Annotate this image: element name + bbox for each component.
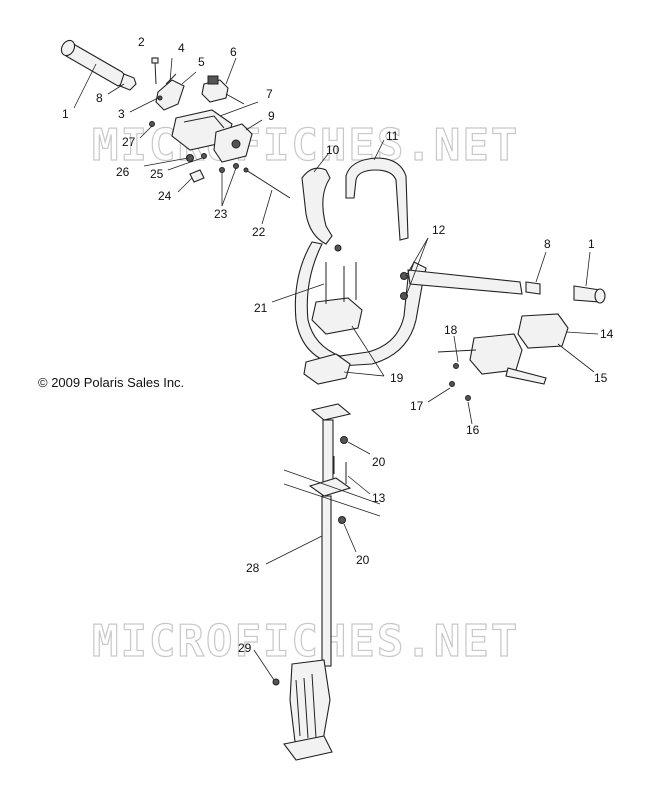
nut-12b	[400, 292, 408, 300]
washer-27	[149, 121, 155, 127]
callout-22: 22	[252, 225, 266, 239]
left-plug	[119, 73, 137, 91]
callout-26: 26	[116, 165, 130, 179]
callout-20-upper: 20	[372, 455, 386, 469]
callout-25: 25	[150, 167, 164, 181]
callout-20-lower: 20	[356, 553, 370, 567]
brake-master-cylinder	[437, 333, 547, 385]
right-plug	[525, 281, 541, 295]
throttle-cover-14	[517, 313, 569, 349]
right-grip	[573, 285, 606, 304]
callout-14: 14	[600, 327, 614, 341]
bracket-5	[155, 73, 185, 111]
callout-1-left: 1	[62, 107, 69, 121]
callout-2: 2	[138, 35, 145, 49]
screw-17	[449, 381, 455, 387]
callout-16: 16	[466, 423, 480, 437]
screw-18	[453, 363, 459, 369]
callout-17: 17	[410, 399, 424, 413]
callout-8-left: 8	[96, 91, 103, 105]
watermark-top: MICROFICHES.NET	[92, 120, 519, 171]
callout-21: 21	[254, 301, 268, 315]
nut-20a	[340, 436, 348, 444]
callout-10: 10	[326, 143, 340, 157]
callout-24: 24	[158, 189, 172, 203]
clamp-19-upper	[311, 297, 363, 335]
screw-16	[465, 395, 471, 401]
callout-8-right: 8	[544, 237, 551, 251]
callout-28: 28	[246, 561, 260, 575]
leader-lines	[73, 57, 599, 681]
callout-27: 27	[122, 135, 136, 149]
cable-22	[245, 169, 291, 199]
steering-post-28	[283, 403, 352, 761]
callout-9: 9	[268, 109, 275, 123]
washer-3	[157, 95, 163, 101]
clip-24	[189, 169, 205, 183]
nut-20b	[338, 516, 346, 524]
clamp-19-lower	[303, 353, 351, 385]
nut-12c	[334, 244, 342, 252]
callout-18: 18	[444, 323, 458, 337]
callout-6: 6	[230, 45, 237, 59]
callout-19: 19	[390, 371, 404, 385]
callout-5: 5	[198, 55, 205, 69]
callout-3: 3	[118, 107, 125, 121]
copyright-text: © 2009 Polaris Sales Inc.	[38, 375, 184, 390]
callout-11: 11	[386, 129, 399, 143]
screw-25	[201, 153, 207, 159]
nut-12a	[400, 272, 408, 280]
callout-1-right: 1	[588, 237, 595, 251]
callout-7: 7	[266, 87, 273, 101]
cover-9	[213, 123, 253, 163]
nut-29	[272, 678, 280, 686]
callout-15: 15	[594, 371, 608, 385]
left-grip	[60, 39, 126, 87]
callout-23: 23	[214, 207, 228, 221]
callout-12: 12	[432, 223, 446, 237]
screw-2	[151, 57, 159, 85]
watermark-bottom: MICROFICHES.NET	[92, 616, 519, 667]
cable-end-22	[243, 167, 249, 173]
switch-6	[201, 75, 245, 105]
mount-plane	[283, 469, 381, 517]
handlebar-pad-11	[345, 157, 409, 241]
callout-13: 13	[372, 491, 386, 505]
bolts-21	[325, 262, 357, 304]
callout-29: 29	[238, 641, 252, 655]
handlebar-10	[294, 167, 523, 367]
callout-4: 4	[178, 41, 185, 55]
